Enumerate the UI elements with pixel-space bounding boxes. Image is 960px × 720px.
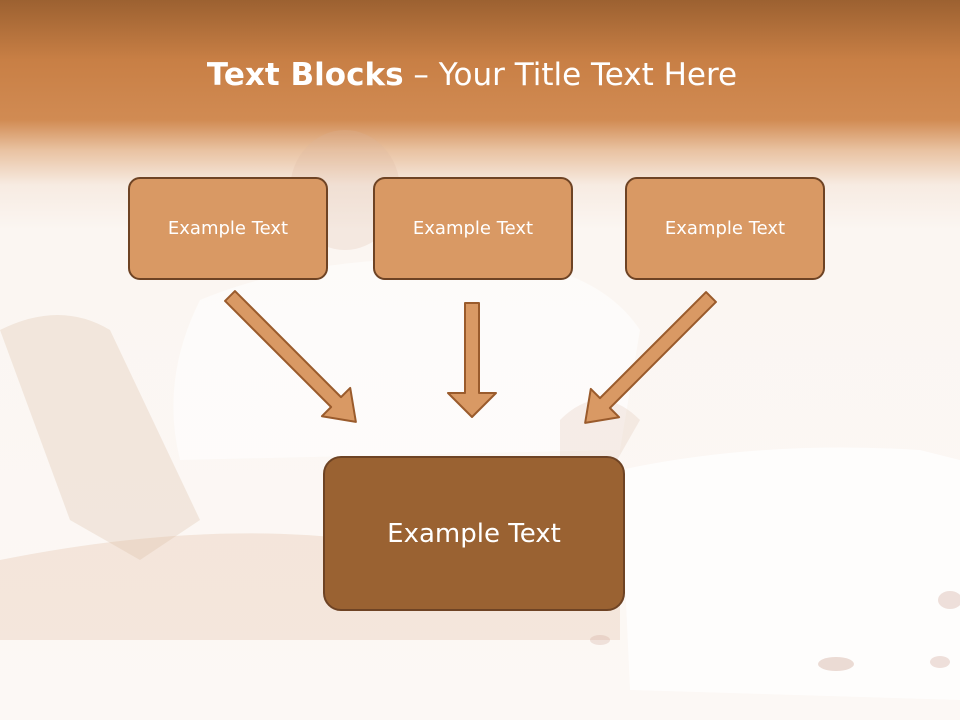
arrow-left-icon bbox=[224, 290, 357, 423]
text-block-left[interactable]: Example Text bbox=[128, 177, 328, 280]
text-block-bottom[interactable]: Example Text bbox=[323, 456, 625, 611]
title-dash: – bbox=[403, 57, 439, 93]
text-block-middle[interactable]: Example Text bbox=[373, 177, 573, 280]
slide-title: Text Blocks – Your Title Text Here bbox=[0, 52, 944, 98]
title-rest: Your Title Text Here bbox=[438, 57, 738, 93]
text-block-right[interactable]: Example Text bbox=[625, 177, 825, 280]
title-bold: Text Blocks bbox=[206, 57, 404, 93]
arrow-down-icon bbox=[447, 302, 497, 418]
arrow-right-icon bbox=[584, 291, 717, 424]
